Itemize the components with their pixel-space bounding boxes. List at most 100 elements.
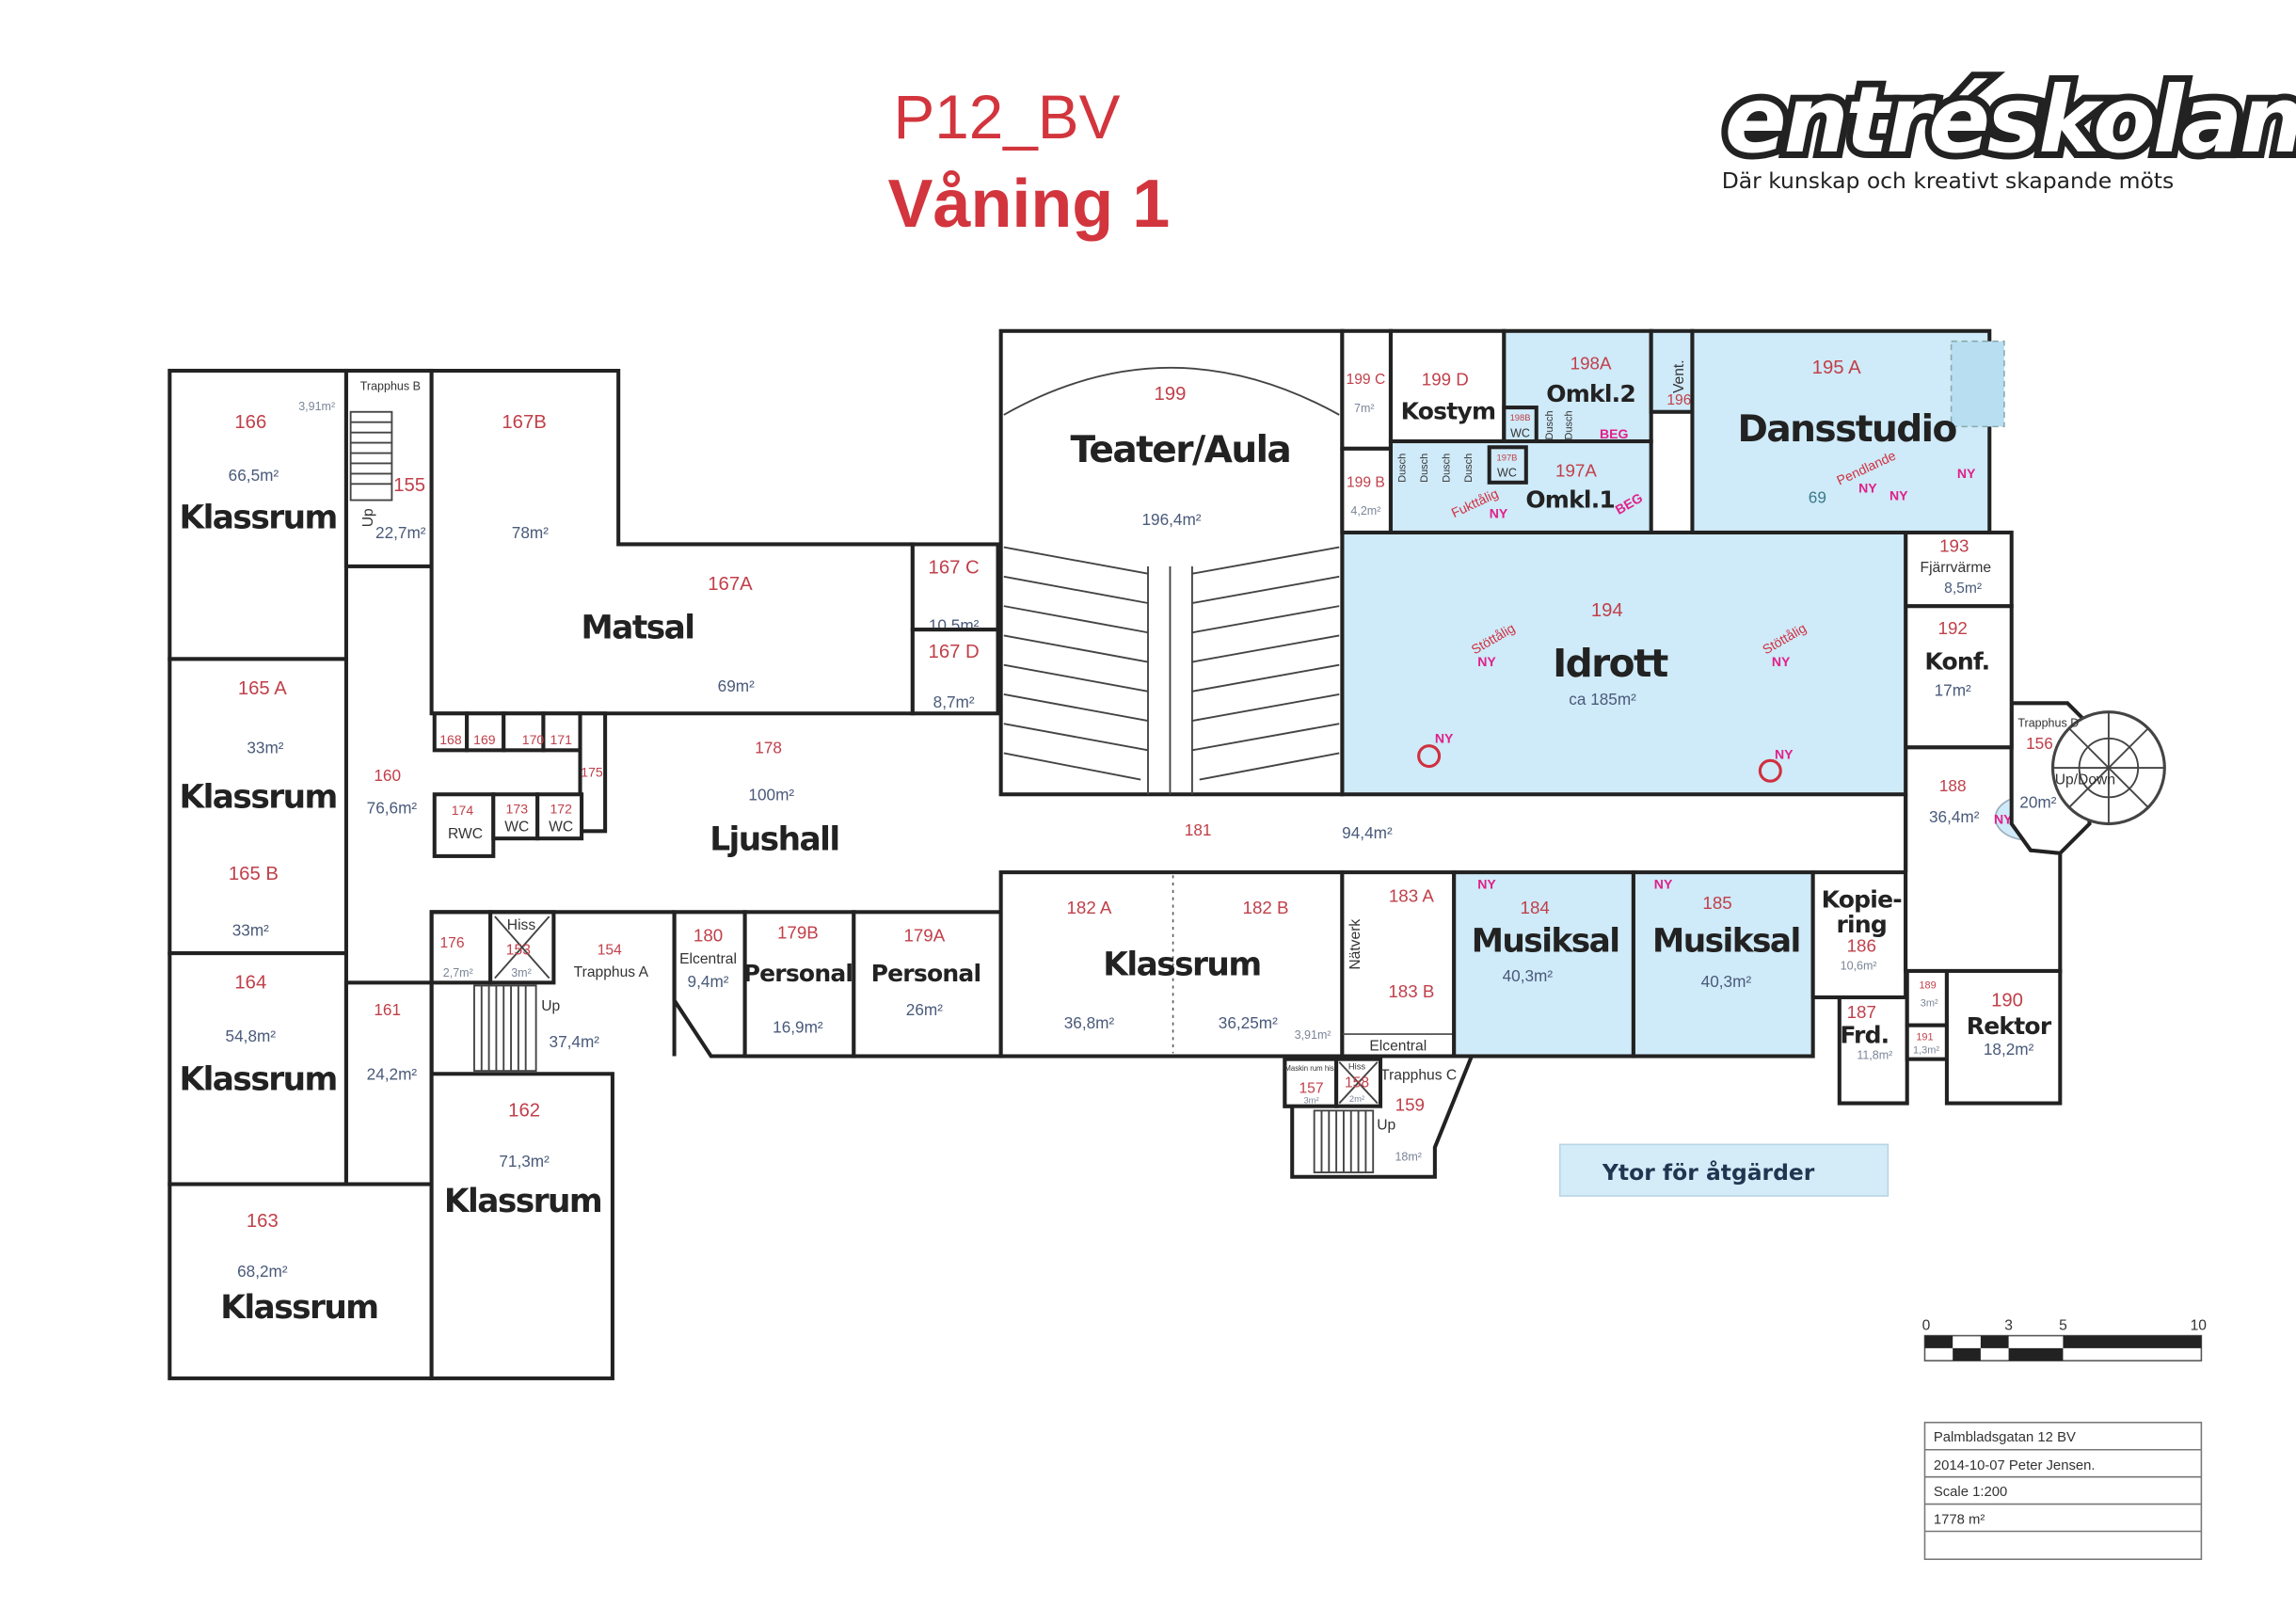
entreskolan-logo: entréskolan Där kunskap och kreativt ska… [1718,60,2296,194]
room-area: 9,4m² [688,972,729,991]
room-196 [1649,328,1695,414]
room-number: 171 [550,732,572,747]
room-name: RWC [448,826,483,842]
room-area: 3m² [1303,1096,1318,1106]
room-174 [432,792,496,858]
room-number: 172 [550,802,572,817]
room-number: 186 [1847,936,1876,956]
room-185 [1631,870,1815,1059]
room-number: 198A [1571,353,1612,373]
info-address: Palmbladsgatan 12 BV [1934,1430,2076,1445]
stairs-up-label: Up [1377,1118,1395,1134]
room-name: Omkl.1 [1525,486,1615,513]
room-name: Klassrum [444,1183,601,1220]
room-area: 68,2m² [237,1262,288,1281]
room-number: 181 [1185,820,1212,839]
room-area: 10,6m² [1841,959,1877,972]
room-area: 36,8m² [1064,1013,1115,1032]
shower-label: Dusch [1419,454,1430,483]
stairs-icon [473,984,537,1073]
room-area: 2,7m² [443,966,473,979]
room-area: 33m² [232,920,269,939]
room-number: 163 [247,1211,279,1232]
room-name: Konf. [1924,647,1989,675]
room-number: 184 [1521,898,1550,917]
room-164 [167,951,348,1186]
room-name: Omkl.2 [1546,380,1635,407]
room-number: 197B [1497,453,1518,462]
room-number: 167A [708,574,753,595]
room-172 [535,792,584,841]
room-name: Hiss [1348,1062,1366,1072]
room-number: 180 [694,926,723,946]
room-number: 167B [502,412,546,433]
legend-label: Ytor för åtgärder [1602,1159,1815,1186]
room-number: 182 A [1066,898,1111,917]
shower-label: Dusch [1563,410,1574,439]
room-area: 100m² [748,785,794,804]
shower-label: Dusch [1544,410,1555,439]
room-179a [852,910,1003,1059]
room-area: 3m² [1921,997,1938,1009]
legend-swatch [1558,1143,1889,1197]
room-182 [998,870,1345,1059]
marker-ny: NY [1477,876,1496,891]
stairs-updown-label: Up/Down [2055,772,2115,788]
room-name: Klassrum [179,1060,336,1098]
room-number: 199 D [1422,370,1469,390]
room-number: 185 [1702,893,1731,913]
room-166 [167,368,348,661]
room-area: 3,91m² [298,400,335,413]
room-name: Vent. [1671,359,1687,393]
room-number: 156 [2026,734,2053,753]
room-area: 24,2m² [367,1065,418,1084]
room-number: 164 [234,973,266,994]
stairs-icon [1313,1109,1375,1173]
wall [429,910,675,1075]
room-name: WC [1497,467,1517,480]
room-name: Klassrum [179,499,336,536]
room-157 [1283,1057,1339,1108]
room-number: 194 [1591,600,1623,621]
room-number: 193 [1939,535,1969,555]
room-number: 179A [903,926,945,946]
room-199b [1340,446,1393,534]
room-187 [1837,995,1909,1106]
room-area: 18m² [1395,1151,1421,1164]
room-number: 168 [439,732,462,747]
room-number: 174 [452,803,474,818]
room-number: 176 [439,935,464,951]
room-name: Nätverk [1347,919,1363,970]
room-184 [1452,870,1635,1059]
marker-beg: BEG [1600,426,1629,441]
room-number: 183 A [1389,885,1434,905]
room-number: 179B [777,922,819,942]
room-name: Fjärrvärme [1921,560,1992,576]
room-name: Hiss [507,917,536,933]
room-number: 169 [473,732,496,747]
room-number: 183 B [1388,981,1434,1001]
scale-tick: 0 [1922,1317,1931,1333]
scale-bar: 0 3 5 10 [1922,1317,2207,1361]
shower-label: Dusch [1441,454,1452,483]
room-190 [1944,968,2063,1106]
room-area: 71,3m² [499,1152,550,1170]
room-number: 199 [1155,384,1187,405]
room-name: WC [504,819,529,835]
room-name: Maskin rum hiss [1284,1064,1337,1073]
room-area: 18,2m² [1984,1040,2034,1059]
room-name: Kostym [1401,398,1496,425]
room-number: 153 [506,943,531,959]
room-name: Elcentral [679,951,737,967]
marker-ny: NY [1490,505,1508,520]
room-number: 160 [374,766,401,785]
room-area: 40,3m² [1701,972,1752,991]
room-number: 159 [1395,1094,1425,1114]
room-number: 190 [1991,990,2023,1011]
stage-edge [1003,366,1340,416]
room-name: Personal [871,960,981,987]
marker-ny: NY [1775,747,1794,762]
fixture-icon [1758,758,1782,783]
room-number: 154 [598,943,622,959]
room-167c [910,542,1000,632]
